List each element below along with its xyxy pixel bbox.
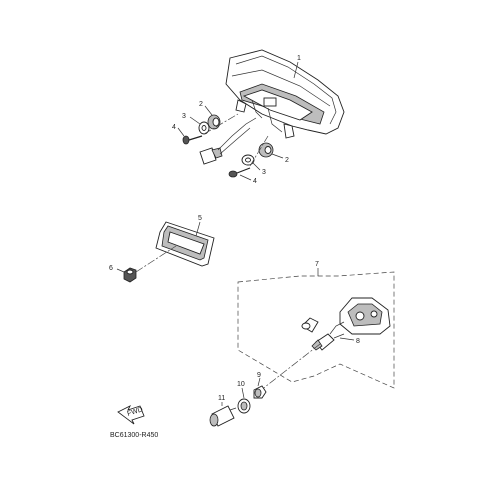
bulb <box>301 317 319 333</box>
washer-right <box>241 154 255 166</box>
callout-4a: 4 <box>172 124 176 131</box>
leader-3b <box>252 162 261 171</box>
leader-2a <box>204 105 213 116</box>
callout-8: 8 <box>356 338 360 345</box>
callout-9: 9 <box>257 372 261 379</box>
leader-6 <box>116 268 125 273</box>
callout-1: 1 <box>297 55 301 62</box>
leader-9 <box>257 377 261 387</box>
tail-light-housing <box>225 49 345 139</box>
diagram-code: BC61300-R450 <box>110 432 158 439</box>
leader-1 <box>293 61 299 79</box>
leader-4b <box>239 174 252 181</box>
callout-10: 10 <box>237 381 245 388</box>
fwd-arrow-icon: FWD <box>117 404 145 425</box>
screw-left <box>182 135 203 145</box>
screw-right <box>228 167 251 178</box>
washer-left <box>198 121 210 135</box>
leader-3a <box>189 116 201 125</box>
leader-10 <box>241 387 245 399</box>
grommet-9 <box>253 385 267 399</box>
grommet-10 <box>237 398 251 414</box>
leader-5 <box>195 221 201 237</box>
callout-3b: 3 <box>262 169 266 176</box>
grommet-left <box>207 114 221 130</box>
callout-6: 6 <box>109 265 113 272</box>
assembly-7-boundary <box>237 271 395 389</box>
callout-4b: 4 <box>253 178 257 185</box>
plate-light-lens <box>155 221 215 267</box>
wire-connector <box>199 117 257 165</box>
nut <box>123 267 137 283</box>
callout-5: 5 <box>198 215 202 222</box>
callout-3a: 3 <box>182 113 186 120</box>
bulb-socket <box>311 333 345 351</box>
leader-4a <box>177 127 185 137</box>
leader-2b <box>271 153 284 159</box>
grommet-right <box>258 142 274 158</box>
callout-2b: 2 <box>285 157 289 164</box>
callout-11: 11 <box>218 395 225 402</box>
leader-8 <box>339 337 355 341</box>
callout-7: 7 <box>315 261 319 268</box>
license-lamp-housing <box>329 297 391 335</box>
socket-11 <box>209 405 237 427</box>
fwd-label: FWD <box>126 406 143 418</box>
callout-2a: 2 <box>199 101 203 108</box>
